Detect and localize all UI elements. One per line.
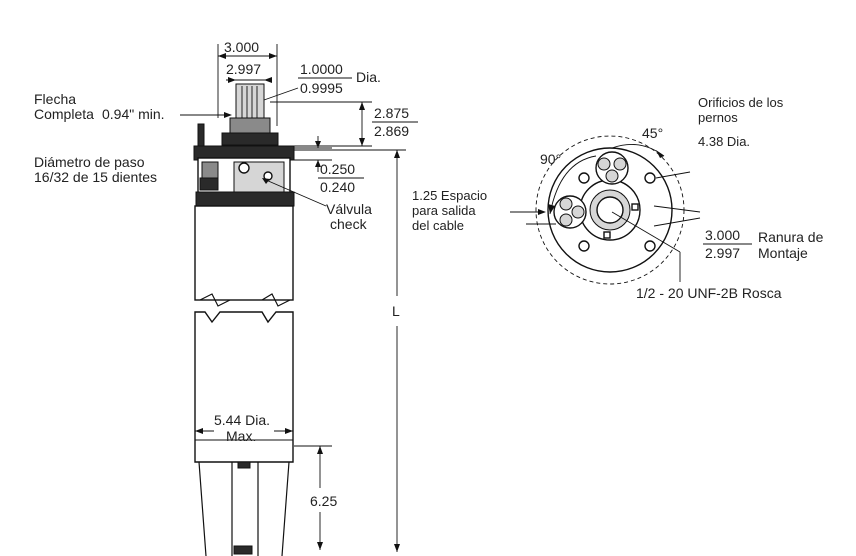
spline-min: 0.94" min.: [102, 106, 165, 122]
thread-label: 1/2 - 20 UNF-2B Rosca: [636, 285, 782, 301]
motor-body-upper: [194, 205, 294, 307]
angle-45: 45°: [642, 125, 663, 141]
shaft-height-max: 2.875: [374, 105, 409, 121]
bottom-dim: 6.25: [310, 493, 337, 509]
angle-90: 90°: [540, 151, 561, 167]
slot-min: 2.997: [705, 245, 740, 261]
body-dia-line1: 5.44 Dia.: [214, 412, 270, 428]
shaft-dia-max: 1.0000: [300, 61, 343, 77]
shaft: [221, 83, 279, 146]
spline-label-line1: Flecha: [34, 91, 76, 107]
shaft-center: [596, 196, 624, 224]
pitch-line2: 16/32 de 15 dientes: [34, 169, 157, 185]
slot-line1: Ranura de: [758, 229, 824, 245]
shaft-width-min: 2.997: [226, 61, 261, 77]
side-view: 3.000 2.997 1.0000 0.9995 Dia. Flecha Co…: [34, 39, 418, 556]
shaft-width-max: 3.000: [224, 39, 259, 55]
body-dia-line2: Max.: [226, 428, 256, 444]
shaft-dia-unit: Dia.: [356, 69, 381, 85]
length-label: L: [392, 303, 400, 319]
motor-head: [193, 123, 295, 207]
cable-line3: del cable: [412, 218, 464, 233]
bolt-holes-line2: pernos: [698, 110, 738, 125]
cable-plug-top: [595, 151, 629, 185]
valve-line2: check: [330, 216, 368, 232]
flange-max: 0.250: [320, 161, 355, 177]
flange-min: 0.240: [320, 179, 355, 195]
slot-line2: Montaje: [758, 245, 808, 261]
motor-body-lower: [194, 311, 294, 556]
bolt-holes-dia: 4.38 Dia.: [698, 134, 750, 149]
pitch-line1: Diámetro de paso: [34, 154, 145, 170]
slot-max: 3.000: [705, 227, 740, 243]
bolt-holes-line1: Orificios de los: [698, 95, 784, 110]
bolt-hole-icon: [644, 240, 656, 252]
bolt-hole-icon: [578, 240, 590, 252]
shaft-dia-min: 0.9995: [300, 80, 343, 96]
cable-line1: 1.25 Espacio: [412, 188, 487, 203]
spline-label-line2: Completa: [34, 106, 94, 122]
cable-line2: para salida: [412, 203, 476, 218]
bolt-hole-icon: [644, 172, 656, 184]
cable-plug-left: [553, 195, 587, 229]
bolt-hole-icon: [578, 172, 590, 184]
valve-line1: Válvula: [326, 201, 372, 217]
top-view: Orificios de los pernos 4.38 Dia. 45° 90…: [412, 95, 824, 301]
shaft-height-min: 2.869: [374, 123, 409, 139]
valve-port-icon: [238, 162, 250, 174]
